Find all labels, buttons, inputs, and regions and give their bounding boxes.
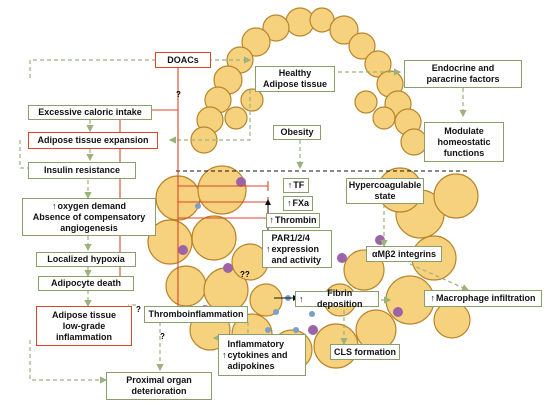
healthy-adipocyte-ring: [190, 7, 428, 156]
tf-label: TF: [293, 180, 305, 190]
expansion-box: Adipose tissue expansion: [28, 132, 158, 149]
healthy-tissue-label: Healthy Adipose tissue: [255, 66, 335, 92]
obese-adipocyte-cluster: [147, 165, 479, 371]
oxygen-text: oxygen demand Absence of compensatory an…: [32, 200, 146, 233]
insulin-box: Insulin resistance: [28, 162, 136, 179]
up-arrow-icon: ↑: [287, 180, 293, 190]
excessive-box: Excessive caloric intake: [28, 105, 152, 120]
modulate-box: Modulate homeostatic functions: [424, 122, 504, 162]
up-arrow-icon: ↑: [266, 243, 271, 254]
double-question-mark: ??: [240, 270, 250, 279]
integrins-box: αMβ2 integrins: [366, 246, 442, 262]
death-box: Adipocyte death: [38, 276, 134, 291]
thromboinflammation-box: Thromboinflammation: [144, 306, 248, 323]
obesity-box: Obesity: [273, 125, 321, 140]
up-arrow-icon: ↑: [269, 215, 275, 225]
question-mark-lowgrade: ?: [136, 305, 141, 314]
low-grade-box: Adipose tissue low-grade inflammation: [36, 306, 132, 346]
proximal-box: Proximal organ deterioration: [106, 372, 212, 400]
doacs-box: DOACs: [155, 52, 211, 68]
tf-box: ↑TF: [283, 178, 309, 193]
fxa-box: ↑FXa: [283, 196, 313, 211]
up-arrow-icon: ↑: [299, 293, 304, 304]
cytokines-box: ↑Inflammatory cytokines and adipokines: [218, 334, 306, 376]
thrombin-label: Thrombin: [275, 215, 317, 225]
endocrine-box: Endocrine and paracrine factors: [404, 60, 522, 88]
thrombin-box: ↑Thrombin: [266, 213, 320, 228]
question-mark-thrombo: ?: [160, 332, 165, 341]
cytokines-label: Inflammatory cytokines and adipokines: [227, 338, 288, 371]
up-arrow-icon: ↑: [430, 293, 435, 303]
platelets: [195, 203, 315, 333]
up-arrow-icon: ↑: [222, 349, 227, 360]
fxa-label: FXa: [292, 198, 310, 208]
hypoxia-box: Localized hypoxia: [36, 252, 136, 267]
par-box: ↑PAR1/2/4 expression and activity: [262, 230, 332, 268]
up-arrow-icon: ↑: [51, 200, 57, 211]
fibrin-box: ↑ Fibrin deposition: [295, 288, 379, 309]
fibrin-label: Fibrin deposition: [317, 288, 363, 309]
oxygen-box: ↑oxygen demand Absence of compensatory a…: [22, 198, 156, 236]
question-mark-doacs: ?: [176, 90, 181, 99]
hypercoag-box: Hypercoagulable state: [346, 178, 424, 204]
cls-box: CLS formation: [330, 344, 400, 360]
macrophage-box: ↑Macrophage infiltration: [424, 290, 542, 307]
par-label: PAR1/2/4 expression and activity: [271, 232, 322, 265]
macrophage-label: Macrophage infiltration: [435, 293, 536, 303]
oxygen-label: ↑oxygen demand Absence of compensatory a…: [33, 201, 146, 234]
up-arrow-icon: ↑: [287, 198, 292, 208]
